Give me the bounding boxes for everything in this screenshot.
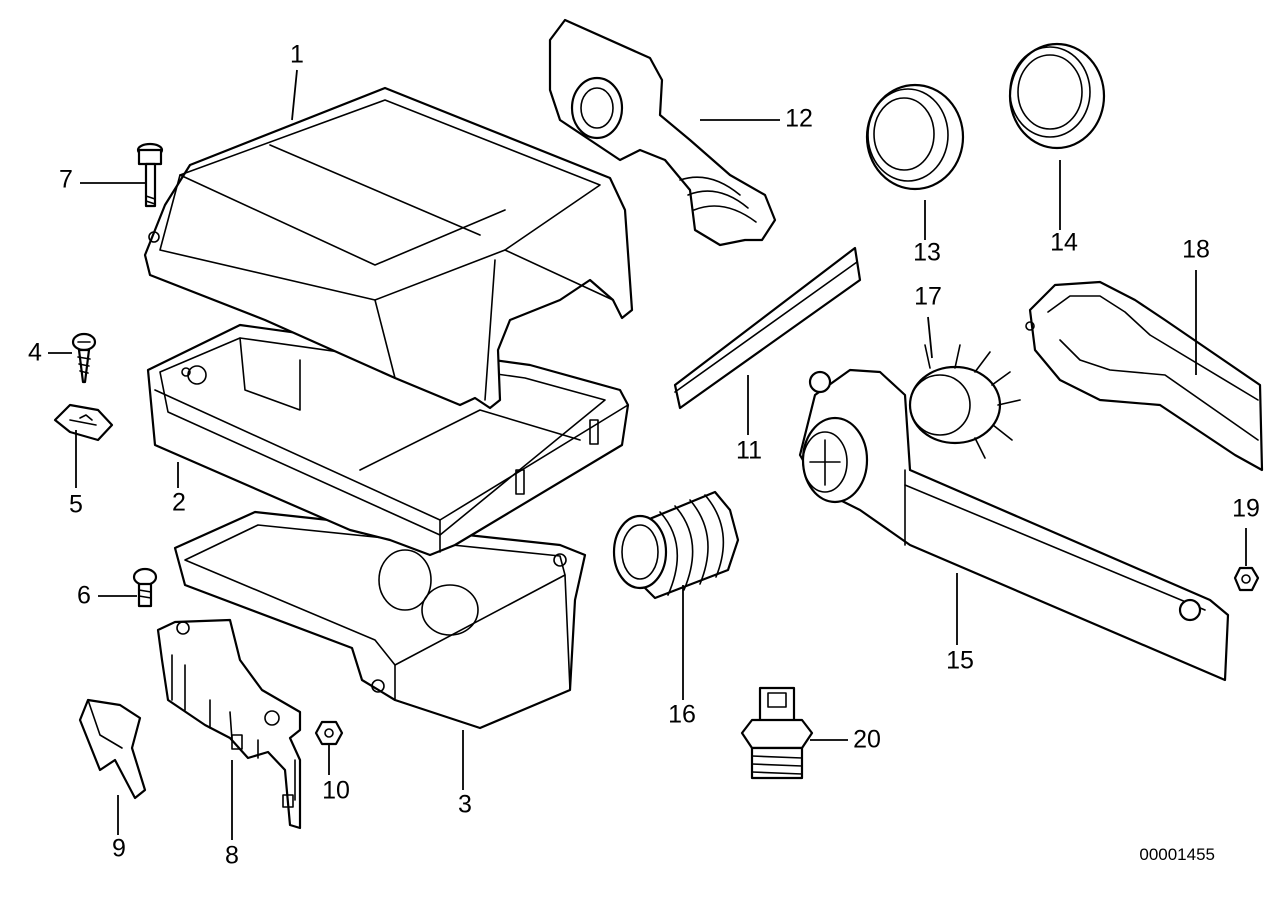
callout-13: 13 bbox=[913, 239, 941, 267]
callout-19: 19 bbox=[1232, 495, 1260, 523]
callout-12: 12 bbox=[785, 105, 813, 133]
callout-10: 10 bbox=[322, 777, 350, 805]
part-20-temperature-switch bbox=[740, 686, 814, 780]
callout-labels: 1 2 3 4 5 6 7 8 9 10 11 12 13 14 15 16 1… bbox=[28, 41, 1260, 870]
callout-11: 11 bbox=[736, 437, 762, 465]
part-5-clip-nut bbox=[53, 403, 114, 442]
part-9-clip bbox=[78, 698, 147, 800]
part-12-cable-boot bbox=[548, 18, 777, 247]
part-1-top-cover bbox=[143, 86, 634, 410]
part-19-nut bbox=[1233, 566, 1260, 592]
callout-14: 14 bbox=[1050, 229, 1078, 257]
part-11-strip bbox=[673, 246, 862, 410]
part-15-fan-housing bbox=[798, 368, 1230, 682]
callout-17: 17 bbox=[914, 283, 942, 311]
callout-6: 6 bbox=[77, 582, 91, 610]
part-17-impeller bbox=[908, 344, 1021, 459]
leader-lines bbox=[48, 69, 1247, 840]
callout-15: 15 bbox=[946, 647, 974, 675]
part-13-grommet bbox=[865, 83, 965, 191]
part-6-screw bbox=[132, 567, 158, 608]
callout-5: 5 bbox=[69, 491, 83, 519]
callout-3: 3 bbox=[458, 791, 472, 819]
part-14-grommet bbox=[1008, 42, 1106, 150]
part-16-bellows-hose bbox=[612, 490, 740, 600]
part-3-lower-housing bbox=[173, 510, 587, 730]
part-8-bracket bbox=[156, 618, 302, 830]
callout-8: 8 bbox=[225, 842, 239, 870]
part-4-screw bbox=[71, 332, 97, 384]
callout-20: 20 bbox=[853, 726, 881, 754]
part-2-middle-frame bbox=[146, 323, 630, 557]
callout-18: 18 bbox=[1182, 236, 1210, 264]
callout-1: 1 bbox=[290, 41, 304, 69]
callout-16: 16 bbox=[668, 701, 696, 729]
drawing-reference-number: 00001455 bbox=[1139, 845, 1215, 864]
part-7-screw bbox=[136, 142, 164, 208]
part-10-nut bbox=[314, 720, 344, 746]
callout-7: 7 bbox=[59, 166, 73, 194]
callout-4: 4 bbox=[28, 339, 42, 367]
part-18-gasket bbox=[1025, 280, 1264, 472]
callout-9: 9 bbox=[112, 835, 126, 863]
callout-2: 2 bbox=[172, 489, 186, 517]
